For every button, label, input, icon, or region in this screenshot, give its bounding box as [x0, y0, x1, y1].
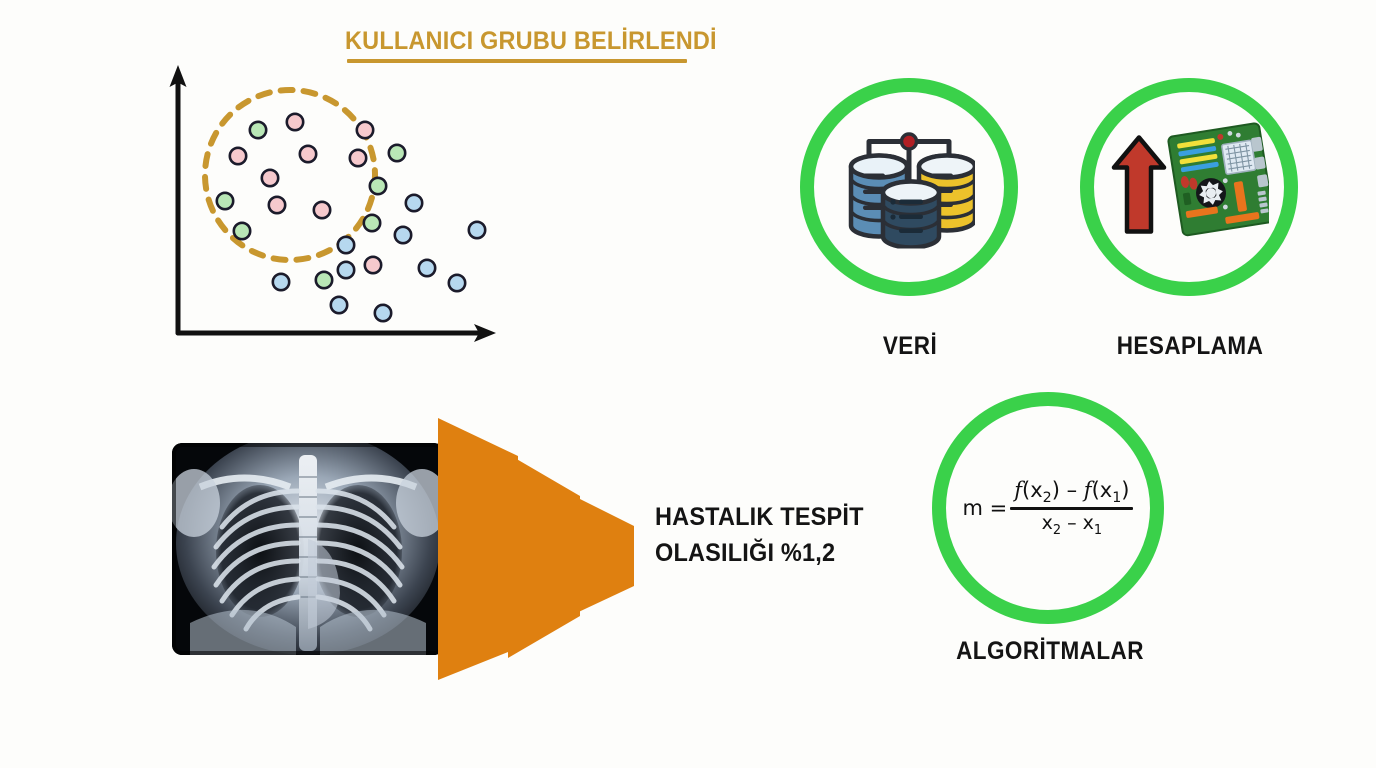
funnel-segment-3	[570, 494, 634, 616]
database-cylinder-dark	[880, 179, 942, 250]
formula-numerator: f(x2) – f(x1)	[1014, 478, 1130, 507]
scatter-point	[271, 272, 291, 292]
motherboard-icon	[1167, 122, 1275, 237]
scatter-point	[260, 168, 280, 188]
y-axis	[169, 65, 187, 336]
chest-xray-image	[172, 443, 444, 655]
scatter-point	[329, 295, 349, 315]
scatter-point	[267, 195, 287, 215]
algorithms-card-label: ALGORİTMALAR	[956, 637, 1144, 665]
neural-network-funnel	[432, 408, 652, 688]
scatter-point	[314, 270, 334, 290]
scatter-point	[336, 260, 356, 280]
compute-card-label: HESAPLAMA	[1116, 332, 1264, 360]
scatter-point	[285, 112, 305, 132]
scatter-point	[312, 200, 332, 220]
scatter-point	[368, 176, 388, 196]
scatter-point	[215, 191, 235, 211]
x-axis	[175, 324, 496, 342]
scatter-point	[362, 213, 382, 233]
scatter-svg	[169, 65, 496, 342]
formula-fraction: f(x2) – f(x1) x2 – x1	[1010, 478, 1134, 538]
prediction-line-2: OLASILIĞI %1,2	[655, 538, 836, 567]
funnel-segment-2	[508, 454, 580, 658]
page-title: KULLANICI GRUBU BELİRLENDİ	[345, 27, 717, 55]
scatter-point	[447, 273, 467, 293]
scatter-point	[373, 303, 393, 323]
slide-title: KULLANICI GRUBU BELİRLENDİ	[345, 27, 717, 63]
prediction-text: HASTALIK TESPİT OLASILIĞI %1,2	[655, 500, 937, 571]
title-underline	[347, 59, 687, 63]
scatter-point	[228, 146, 248, 166]
scatter-point	[363, 255, 383, 275]
scatter-point	[355, 120, 375, 140]
database-stack-icon	[843, 121, 978, 254]
scatter-point	[248, 120, 268, 140]
data-card-label: VERİ	[882, 332, 938, 360]
motherboard-with-up-arrow-icon	[1109, 120, 1275, 255]
user-group-scatter-plot	[150, 55, 520, 355]
scatter-point	[387, 143, 407, 163]
slope-formula: m = f(x2) – f(x1) x2 – x1	[943, 478, 1153, 538]
fraction-bar	[1010, 507, 1134, 511]
scatter-point	[232, 221, 252, 241]
scatter-points-group	[215, 112, 487, 323]
selected-group-highlight-circle	[202, 87, 378, 263]
scatter-point	[404, 193, 424, 213]
prediction-line-1: HASTALIK TESPİT	[655, 503, 864, 531]
scatter-point	[348, 148, 368, 168]
data-card-ring[interactable]	[800, 78, 1018, 296]
funnel-segment-1	[438, 418, 518, 680]
algorithms-card-ring[interactable]: m = f(x2) – f(x1) x2 – x1	[932, 392, 1164, 624]
scatter-point	[336, 235, 356, 255]
scatter-point	[298, 144, 318, 164]
up-arrow-icon	[1111, 135, 1167, 234]
scatter-point	[417, 258, 437, 278]
compute-card-ring[interactable]	[1080, 78, 1298, 296]
scatter-point	[393, 225, 413, 245]
formula-lead: m =	[962, 495, 1008, 520]
formula-denominator: x2 – x1	[1041, 512, 1103, 538]
scatter-point	[467, 220, 487, 240]
